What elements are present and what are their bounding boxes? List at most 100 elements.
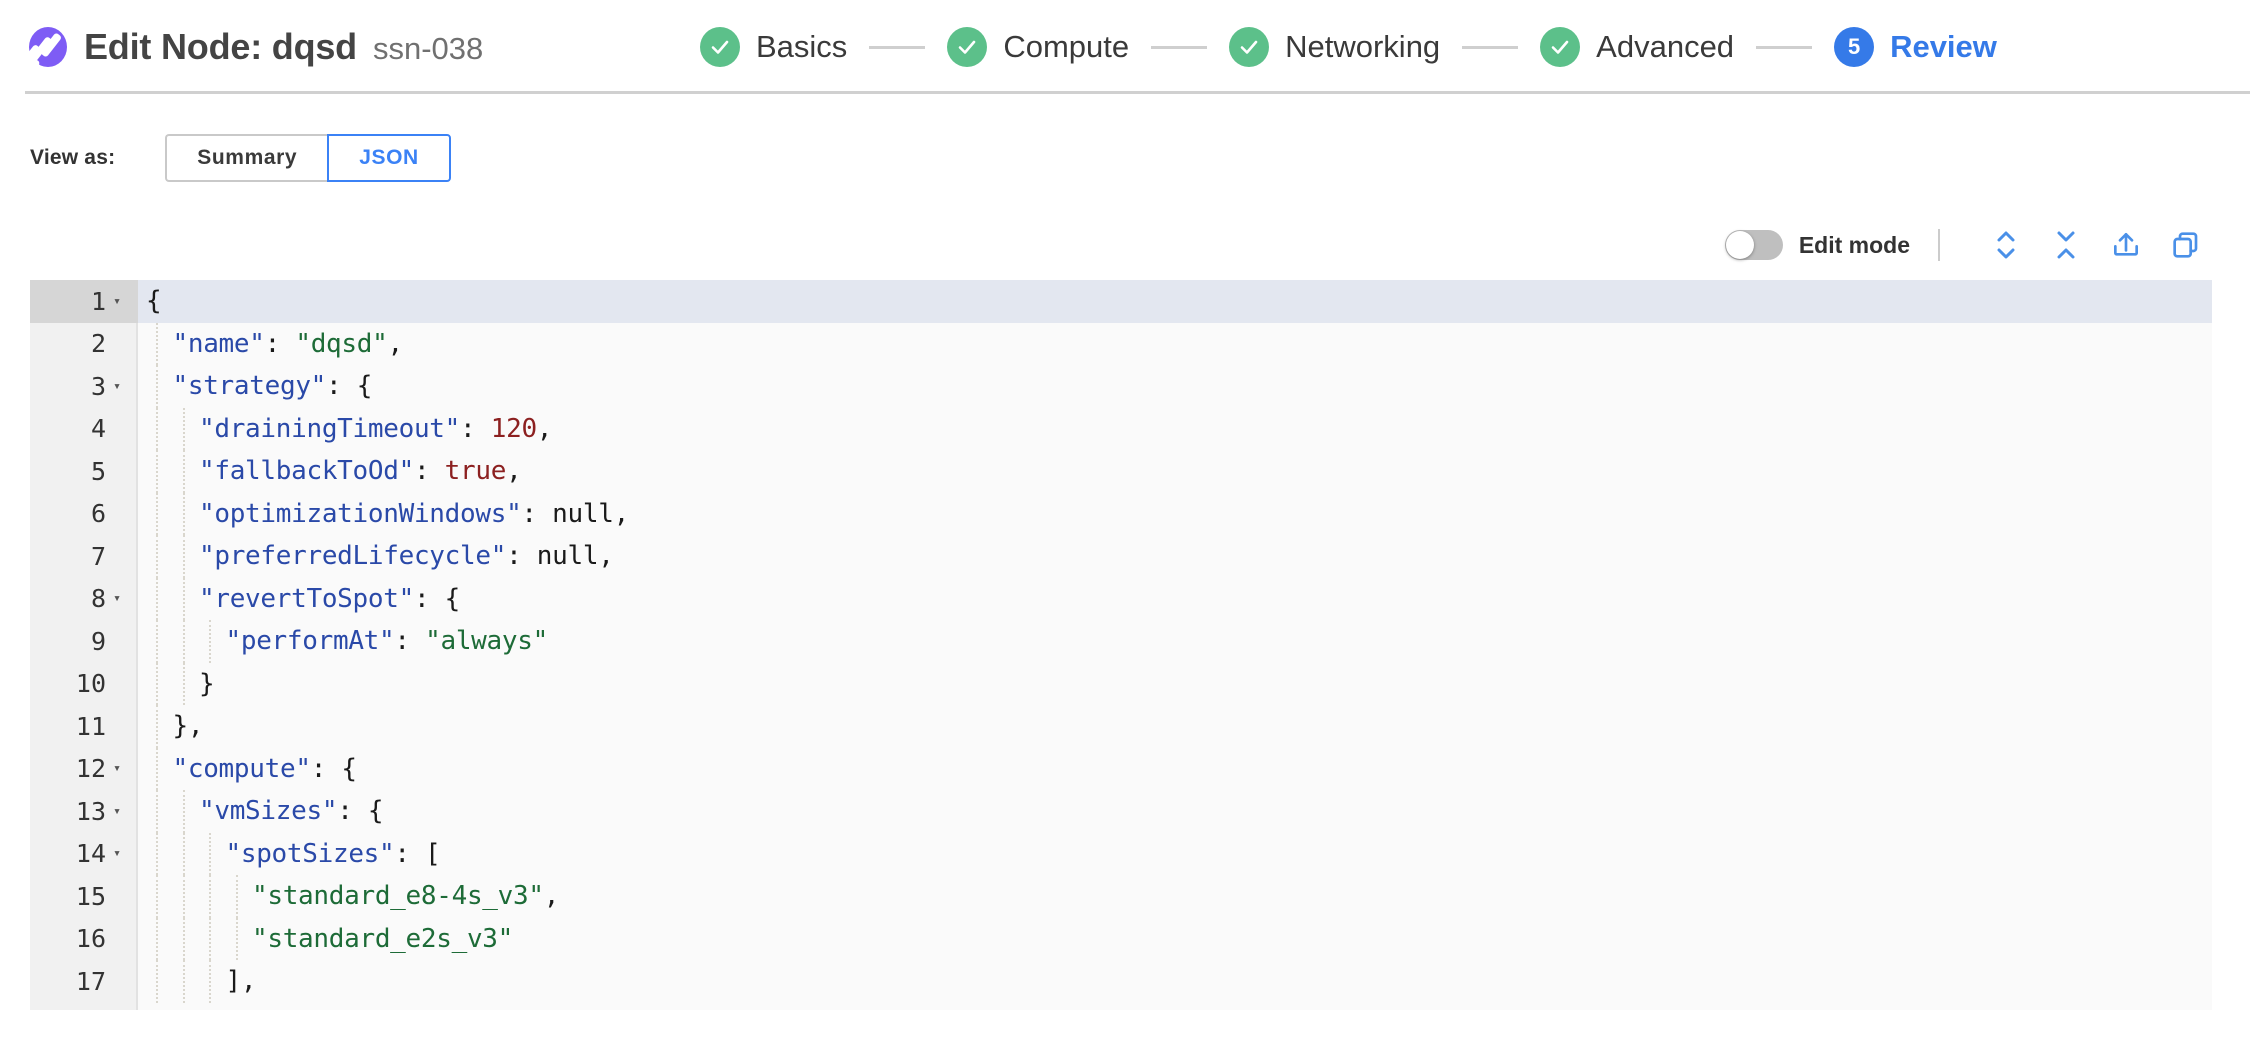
token-punct: : [460,413,491,444]
page-subtitle-text: ssn-038 [372,31,484,66]
step-connector [1462,45,1519,49]
step-networking[interactable]: Networking [1229,27,1440,67]
tab-summary[interactable]: Summary [165,134,328,182]
toggle-knob [1725,231,1754,259]
token-key: "strategy" [172,371,327,402]
indent-guide [235,917,238,960]
line-number-text: 7 [90,541,106,571]
step-compute[interactable]: Compute [947,27,1129,67]
token-null: null [536,541,599,572]
line-number-text: 17 [75,966,106,996]
share-icon[interactable] [2104,228,2148,262]
code-text: "drainingTimeout": 120, [138,407,2212,450]
token-key: "performAt" [225,626,395,657]
line-number: 17▾ [30,960,138,1003]
fold-toggle-icon[interactable]: ▾ [113,591,121,607]
copy-icon[interactable] [2164,228,2208,262]
token-punct: { [146,286,162,317]
indent-guide [235,875,238,918]
line-number: 8▾ [30,578,138,621]
indent-guide [156,450,158,493]
fold-spacer: ▾ [106,676,128,691]
view-as-row: View as: Summary JSON [0,94,2250,182]
expand-all-icon[interactable] [1984,228,2028,262]
code-line[interactable]: 5▾"fallbackToOd": true, [30,450,2212,493]
indent-guide [156,705,158,748]
code-line[interactable]: 12▾"compute": { [30,747,2212,790]
code-line[interactable]: 4▾"drainingTimeout": 120, [30,407,2212,450]
line-number: 6▾ [30,493,138,536]
page-title: Edit Node: dqsd ssn-038 [84,26,483,68]
line-number-text: 5 [90,456,106,486]
token-key: "revertToSpot" [199,583,414,614]
indent-guide [182,407,185,450]
step-label-review: Review [1890,29,1997,64]
token-num: 120 [490,413,537,444]
code-line[interactable]: 7▾"preferredLifecycle": null, [30,535,2212,578]
code-line[interactable]: 3▾"strategy": { [30,365,2212,408]
code-text: "name": "dqsd", [138,322,2212,365]
indent-guide [209,960,211,1003]
fold-toggle-icon[interactable]: ▾ [113,761,121,777]
token-punct: , [598,541,614,572]
fold-spacer: ▾ [106,974,128,989]
json-code-editor[interactable]: 1▾{2▾"name": "dqsd",3▾"strategy": {4▾"dr… [30,280,2212,1010]
code-text: "spotSizes": [ [138,832,2212,875]
indent-guide [182,917,185,960]
token-str: "standard_e8-4s_v3" [252,881,544,912]
view-as-toggle-group: Summary JSON [165,134,451,182]
code-line[interactable]: 11▾}, [30,705,2212,748]
indent-guide [209,917,211,960]
step-advanced[interactable]: Advanced [1540,27,1734,67]
code-line[interactable]: 9▾"performAt": "always" [30,620,2212,663]
code-line[interactable]: 1▾{ [30,280,2212,323]
indent-guide [156,790,158,833]
code-text: "revertToSpot": { [138,577,2212,620]
fold-toggle-icon[interactable]: ▾ [113,803,121,819]
token-punct: , [536,413,553,444]
step-label-compute: Compute [1003,29,1130,64]
fold-spacer: ▾ [106,506,128,521]
fold-spacer: ▾ [106,634,128,649]
indent-guide [209,832,211,875]
indent-guide [182,577,185,620]
token-punct: : [413,456,445,487]
token-key: "drainingTimeout" [199,413,461,444]
step-basics[interactable]: Basics [700,27,847,67]
edit-mode-toggle[interactable] [1724,230,1783,260]
code-text: "optimizationWindows": null, [138,492,2212,535]
code-line[interactable]: 14 ▾ "spotSizes": [ [30,832,2212,875]
step-number-badge: 5 [1834,27,1875,67]
code-line[interactable]: 10▾} [30,662,2212,706]
token-punct: : { [310,753,357,784]
code-line[interactable]: 16▾"standard_e2s_v3" [30,917,2212,960]
indent-guide [182,662,185,705]
token-null: null [552,498,614,529]
collapse-all-icon[interactable] [2044,228,2088,262]
code-line[interactable]: 15▾"standard_e8-4s_v3", [30,875,2212,918]
fold-spacer: ▾ [106,549,128,564]
tab-json[interactable]: JSON [327,134,451,182]
indent-guide [156,407,158,450]
code-line[interactable]: 13▾"vmSizes": { [30,790,2212,833]
line-number: 10▾ [30,663,138,706]
code-line[interactable]: 2▾"name": "dqsd", [30,322,2212,365]
fold-toggle-icon[interactable]: ▾ [113,378,121,394]
page-header: Edit Node: dqsd ssn-038 Basics Compute N… [0,0,2250,94]
code-line[interactable]: 17▾], [30,960,2212,1003]
step-connector [1151,45,1208,49]
code-line[interactable]: 8▾"revertToSpot": { [30,577,2212,621]
token-punct: ], [225,966,257,997]
step-number: 5 [1847,34,1861,59]
fold-toggle-icon[interactable]: ▾ [113,293,121,309]
token-punct: : [264,328,296,359]
check-icon [700,27,740,67]
code-line[interactable]: 6▾"optimizationWindows": null, [30,492,2212,536]
indent-guide [156,832,158,875]
step-connector [1756,45,1813,49]
fold-toggle-icon[interactable]: ▾ [113,846,121,862]
step-review[interactable]: 5 Review [1834,27,1997,67]
line-number-text: 14 [75,839,106,869]
token-key: "fallbackToOd" [199,456,414,487]
token-punct: , [387,328,403,359]
